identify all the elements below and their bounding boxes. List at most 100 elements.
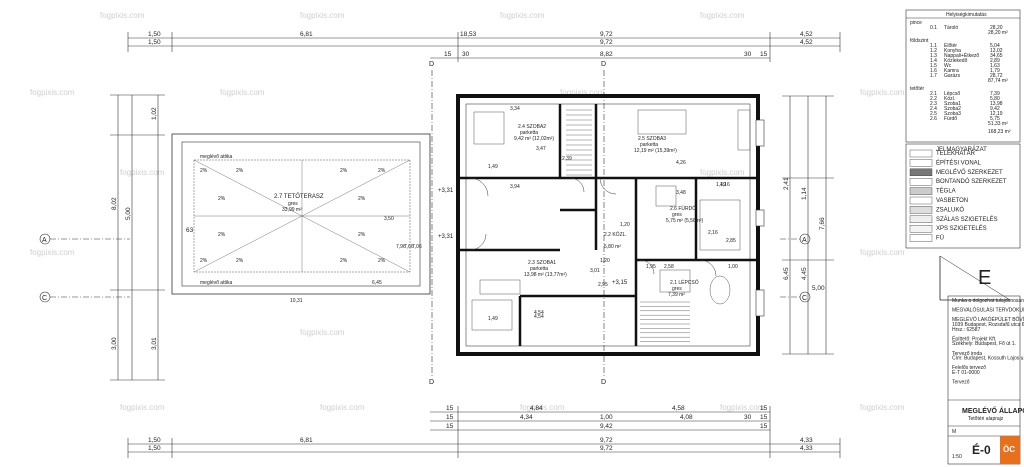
watermark-text: fogpixis.com — [860, 248, 905, 257]
area-row-no: 2.6 — [930, 116, 937, 122]
room-szoba2-area: 9,42 m² (12,02m²) — [514, 136, 554, 142]
slope-label: 2% — [378, 168, 386, 174]
area-row-no: 2.4 — [930, 106, 937, 112]
watermark-text: fogpixis.com — [720, 403, 765, 412]
room-kozl-name: 2.2 KÖZL. — [604, 231, 627, 238]
legend-item-label: ÉPÍTÉSI VONAL — [936, 159, 982, 166]
title-block-row: Munka a dolgozhat tulajdonosának: — [952, 298, 1024, 304]
section-d-top-left: D — [429, 61, 434, 68]
logo: ÖC — [1003, 445, 1015, 454]
slope-label: 2% — [358, 232, 366, 238]
inner-dim: 7,66 — [404, 244, 414, 250]
title-block-rows: Munka a dolgozhat tulajdonosának:MEGVALÓ… — [952, 298, 1024, 386]
area-row-name: Közlekedő — [944, 58, 968, 64]
watermark-text: fogpixis.com — [30, 88, 75, 97]
inner-dim: 1,49 — [488, 316, 498, 322]
legend-swatch — [909, 149, 933, 158]
dim-right-a: 2,41 — [783, 177, 790, 190]
inner-dim: 6,45 — [372, 280, 382, 286]
area-row-value: 5,80 — [990, 96, 1000, 102]
inner-dim: 7,96 — [396, 244, 406, 250]
inner-dim: 3,50 — [384, 216, 394, 222]
legend-item-label: TÉGLA — [936, 188, 956, 195]
level-mark-2: +3,31 — [438, 234, 454, 240]
dim-right-d: 6,45 — [783, 267, 790, 280]
watermark-text: fogpixis.com — [30, 248, 75, 257]
inner-dim: 2,16 — [708, 230, 718, 236]
slope-label: 2% — [200, 258, 208, 264]
legend-swatch — [909, 187, 933, 195]
area-row-name: Kamra — [944, 68, 959, 74]
area-row-no: 1.1 — [930, 43, 937, 49]
area-row-value: 13,02 — [990, 48, 1003, 54]
dim-top1-e: 4,52 — [800, 31, 813, 38]
area-row-name: Előtér — [944, 43, 957, 49]
dim-right-b: 1,14 — [801, 187, 808, 200]
room-szoba3-area: 12,19 m² (15,39m²) — [634, 148, 677, 154]
area-row-value: 1,79 — [990, 68, 1000, 74]
slope-label: 2% — [218, 196, 226, 202]
slope-label: 2% — [340, 258, 348, 264]
dim-top3-d: 30 — [744, 51, 752, 58]
room-szoba3-sub: parketta — [640, 142, 658, 148]
title-block-row: MEGLÉVŐ LAKÓÉPÜLET BŐVÍTÉSE — [952, 316, 1024, 323]
area-row-no: 1.7 — [930, 73, 937, 79]
legend-swatch — [909, 177, 933, 186]
right-dimension-chains — [782, 95, 834, 355]
terrace-sub: gres — [288, 201, 298, 207]
inner-dim: 3,47 — [536, 146, 546, 152]
watermark-text: fogpixis.com — [860, 403, 905, 412]
room-szoba1-sub: parketta — [530, 266, 548, 272]
room-furdo-area: 5,75 m² (5,58m²) — [666, 218, 704, 224]
dim-bot1-b: 4,84 — [530, 405, 543, 412]
level-mark-3: +3,15 — [612, 280, 628, 286]
dim-bot2-d: 4,08 — [680, 414, 693, 421]
e-marker — [939, 255, 1011, 301]
legend-item-label: MEGLÉVŐ SZERKEZET — [936, 169, 1003, 176]
dim-bot4-d: 4,33 — [800, 437, 813, 444]
area-row-name: Fürdő — [944, 116, 957, 122]
area-row-value: 1,63 — [990, 63, 1000, 69]
dim-bot2-f: 15 — [760, 414, 768, 421]
area-row-name: Szoba3 — [944, 111, 961, 117]
inner-dim: 2,85 — [726, 238, 736, 244]
dim-right-g: 5,00 — [812, 285, 825, 292]
area-group-heading: pince — [910, 20, 922, 26]
area-row-name: Garázs — [944, 73, 961, 79]
dim-left-d: 63 — [186, 227, 194, 234]
dim-bot3-b: 9,42 — [600, 423, 613, 430]
watermark-text: fogpixis.com — [300, 11, 345, 20]
area-group-total: 168,23 m² — [988, 129, 1011, 135]
room-furdo-name: 2.6 FÜRDŐ — [670, 205, 696, 212]
area-row-name: Lépcső — [944, 91, 960, 97]
slope-label: 2% — [218, 232, 226, 238]
inner-dim: 2,58 — [664, 264, 674, 270]
dim-bot2-a: 15 — [446, 414, 454, 421]
terrace-area: 33,99 m² — [282, 207, 302, 213]
area-row-value: 28,72 — [990, 73, 1003, 79]
watermark-text: fogpixis.com — [120, 168, 165, 177]
watermark-text: fogpixis.com — [700, 168, 745, 177]
room-kozl-area: 5,80 m² — [604, 244, 621, 250]
section-c-left: C — [42, 295, 47, 302]
room-szoba2-name: 2.4 SZOBA2 — [518, 124, 546, 130]
section-d-bottom-left: D — [429, 379, 434, 386]
dim-bot3-a: 15 — [446, 423, 454, 430]
e-marker-letter: E — [978, 267, 991, 289]
inner-dim: 1,49 — [488, 164, 498, 170]
watermark-text: fogpixis.com — [700, 11, 745, 20]
legend-swatch — [909, 159, 933, 167]
room-szoba3-name: 2.5 SZOBA3 — [638, 136, 666, 142]
roof-terrace — [171, 133, 431, 295]
dim-bot5-b: 9,72 — [600, 445, 613, 452]
sheet-number: É-0 — [972, 442, 991, 457]
terrace-edge-label-top: meglévő attika — [200, 154, 232, 160]
legend-swatch — [909, 168, 933, 177]
section-d-bottom-right: D — [601, 379, 606, 386]
area-table — [905, 9, 1021, 143]
title-block-row: Székhely: Budapest, Fő út 1. — [952, 341, 1016, 347]
area-row-value: 13,98 — [990, 101, 1003, 107]
slope-label: 2% — [378, 258, 386, 264]
